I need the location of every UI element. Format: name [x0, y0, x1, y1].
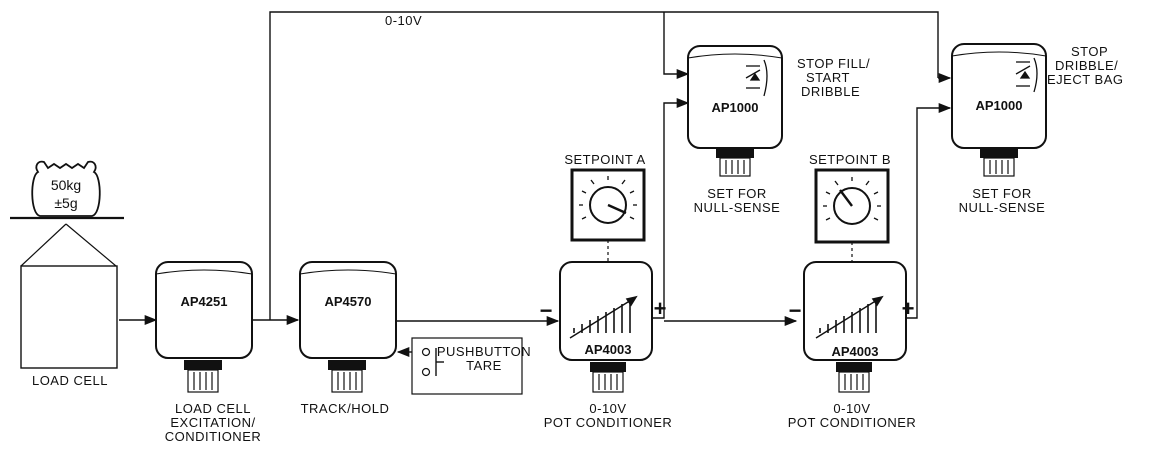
pot-a-label-2: POT CONDITIONER	[544, 415, 673, 430]
tare-box: PUSHBUTTON TARE	[411, 337, 531, 395]
track-hold-module: AP4570 TRACK/HOLD	[299, 261, 397, 416]
load-cell-block	[20, 265, 118, 369]
pot-b-module-body	[803, 261, 907, 361]
excitation-label-1: LOAD CELL	[175, 401, 251, 416]
comparator-2-label-1: SET FOR	[972, 186, 1032, 201]
bag-weight: 50kg	[51, 177, 81, 193]
pot-conditioner-b: − + AP4003 0-10V POT CONDITIONER	[788, 261, 917, 430]
setpoint-b-label: SETPOINT B	[809, 152, 891, 167]
pot-b-label-2: POT CONDITIONER	[788, 415, 917, 430]
wiring: 0-10V	[119, 11, 952, 358]
comparator-1-note-2: START	[806, 70, 850, 85]
pot-a-scale-icon	[569, 295, 638, 339]
excitation-socket-icon	[184, 360, 222, 393]
pot-b-socket-icon	[836, 362, 872, 393]
setpoint-b: SETPOINT B	[809, 152, 891, 244]
comparator-1: AP1000 STOP FILL/ START DRIBBLE SET FOR …	[687, 45, 870, 215]
wire-potb-to-comparator-2	[906, 102, 952, 319]
bus-wire-top	[269, 11, 939, 320]
comparator-2-module-id: AP1000	[976, 98, 1023, 113]
excitation-module-id: AP4251	[181, 294, 228, 309]
comparator-2-relay-icon	[1015, 57, 1038, 93]
weight-bag-icon	[31, 160, 101, 217]
excitation-module-body	[155, 261, 253, 359]
track-hold-module-id: AP4570	[325, 294, 372, 309]
comparator-1-socket-icon	[716, 148, 754, 177]
pot-b-plus: +	[902, 296, 915, 321]
comparator-1-label-1: SET FOR	[707, 186, 767, 201]
comparator-2-note-1: STOP	[1071, 44, 1108, 59]
pot-b-minus: −	[789, 298, 802, 323]
excitation-module: AP4251 LOAD CELL EXCITATION/ CONDITIONER	[155, 261, 262, 444]
tare-label-2: TARE	[466, 358, 502, 373]
comparator-1-note-1: STOP FILL/	[797, 56, 870, 71]
track-hold-module-body	[299, 261, 397, 359]
pot-a-minus: −	[540, 298, 553, 323]
comparator-2-socket-icon	[980, 148, 1018, 177]
setpoint-a-label: SETPOINT A	[564, 152, 645, 167]
comparator-1-relay-icon	[745, 59, 768, 97]
track-hold-label: TRACK/HOLD	[301, 401, 390, 416]
wire-pota-to-comparator-1	[652, 97, 690, 319]
comparator-1-note-3: DRIBBLE	[801, 84, 860, 99]
bus-to-comparator-1	[663, 12, 690, 80]
pot-b-label-1: 0-10V	[833, 401, 870, 416]
comparator-2-label-2: NULL-SENSE	[959, 200, 1046, 215]
comparator-2: AP1000 STOP DRIBBLE/ EJECT BAG SET FOR N…	[951, 43, 1124, 215]
pot-conditioner-a: − + AP4003 0-10V POT CONDITIONER	[540, 261, 673, 430]
track-hold-socket-icon	[328, 360, 366, 393]
tare-label-1: PUSHBUTTON	[437, 344, 531, 359]
pot-a-label-1: 0-10V	[589, 401, 626, 416]
excitation-label-2: EXCITATION/	[170, 415, 255, 430]
pot-a-module-id: AP4003	[585, 342, 632, 357]
pot-a-socket-icon	[590, 362, 626, 393]
bus-voltage-label: 0-10V	[385, 13, 422, 28]
comparator-2-body	[951, 43, 1047, 149]
load-cell-strut	[20, 223, 117, 267]
pot-b-scale-icon	[815, 295, 884, 339]
load-cell: 50kg ±5g LOAD CELL	[10, 160, 124, 388]
comparator-2-note-2: DRIBBLE/	[1055, 58, 1118, 73]
comparator-2-note-3: EJECT BAG	[1047, 72, 1124, 87]
setpoint-b-dial-icon	[823, 177, 881, 225]
bag-tolerance: ±5g	[54, 195, 77, 211]
pot-b-module-id: AP4003	[832, 344, 879, 359]
pot-a-plus: +	[654, 296, 667, 321]
load-cell-label: LOAD CELL	[32, 373, 108, 388]
setpoint-a-dial-icon	[579, 176, 637, 224]
comparator-1-module-id: AP1000	[712, 100, 759, 115]
setpoint-a: SETPOINT A	[564, 152, 646, 242]
comparator-1-body	[687, 45, 783, 149]
tare-contact-icon	[421, 347, 431, 357]
comparator-1-label-2: NULL-SENSE	[694, 200, 781, 215]
excitation-label-3: CONDITIONER	[165, 429, 262, 444]
pot-a-module-body	[559, 261, 653, 361]
